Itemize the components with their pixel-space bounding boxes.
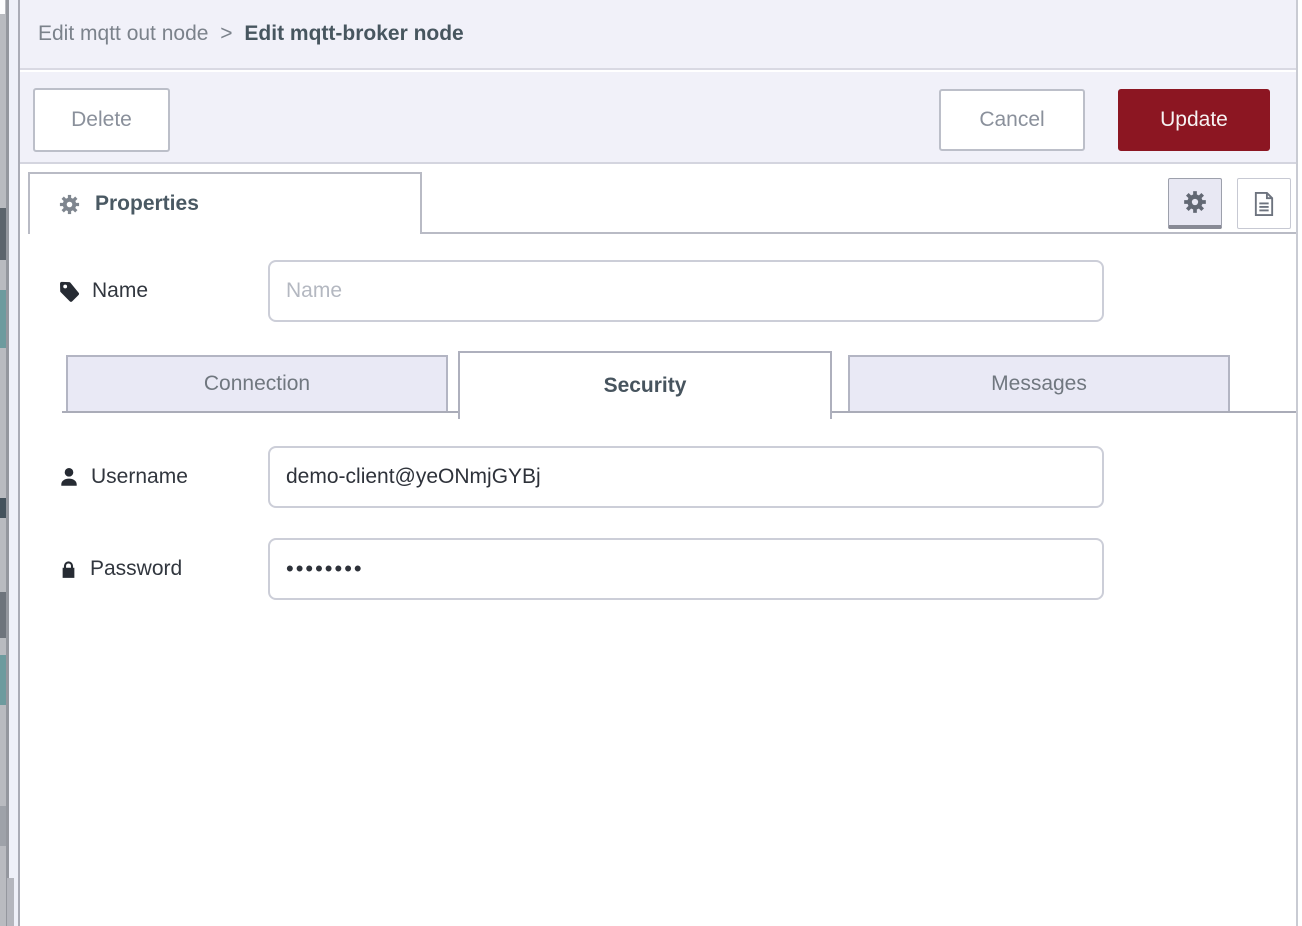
breadcrumb-separator: > — [220, 22, 233, 45]
tab-connection-label: Connection — [203, 372, 311, 395]
palette-node-fragment — [0, 592, 6, 638]
password-label-text: Password — [90, 557, 183, 580]
tabbar-divider — [422, 232, 1296, 234]
tab-security[interactable]: Security — [458, 351, 832, 419]
tray-toolbar: Delete Cancel Update — [20, 72, 1296, 164]
scrollbar-thumb[interactable] — [7, 878, 14, 926]
palette-node-fragment — [0, 290, 6, 348]
node-settings-button[interactable] — [1168, 178, 1222, 229]
name-input[interactable] — [268, 260, 1104, 322]
tab-security-label: Security — [603, 374, 687, 397]
tab-properties-label: Properties — [95, 192, 199, 215]
username-input[interactable] — [268, 446, 1104, 508]
breadcrumb: Edit mqtt out node > Edit mqtt-broker no… — [20, 0, 1296, 70]
palette-node-fragment — [0, 498, 6, 518]
gear-icon — [58, 193, 81, 216]
password-field-label: Password — [58, 538, 182, 600]
tab-messages[interactable]: Messages — [848, 355, 1230, 413]
backdrop-notch — [0, 0, 5, 14]
username-label-text: Username — [91, 465, 188, 488]
lock-icon — [58, 559, 79, 580]
password-input[interactable] — [268, 538, 1104, 600]
tag-icon — [58, 280, 81, 303]
tab-messages-label: Messages — [991, 372, 1087, 395]
cancel-button[interactable]: Cancel — [939, 89, 1085, 151]
palette-backdrop — [0, 0, 9, 926]
palette-node-fragment — [0, 208, 6, 260]
name-label-text: Name — [92, 279, 149, 302]
node-description-button[interactable] — [1237, 178, 1291, 229]
gear-icon — [1182, 189, 1208, 215]
tab-properties[interactable]: Properties — [28, 172, 422, 234]
document-icon — [1250, 190, 1278, 218]
edit-tray: Edit mqtt out node > Edit mqtt-broker no… — [18, 0, 1298, 926]
tab-connection[interactable]: Connection — [66, 355, 448, 413]
palette-node-fragment — [0, 655, 6, 705]
delete-button[interactable]: Delete — [33, 88, 170, 152]
tray-gutter — [9, 0, 18, 926]
name-field-label: Name — [58, 260, 148, 322]
update-button[interactable]: Update — [1118, 89, 1270, 151]
breadcrumb-current: Edit mqtt-broker node — [244, 22, 464, 45]
breadcrumb-parent[interactable]: Edit mqtt out node — [38, 22, 209, 45]
palette-node-fragment — [0, 806, 6, 846]
username-field-label: Username — [58, 446, 188, 508]
user-icon — [58, 466, 80, 488]
